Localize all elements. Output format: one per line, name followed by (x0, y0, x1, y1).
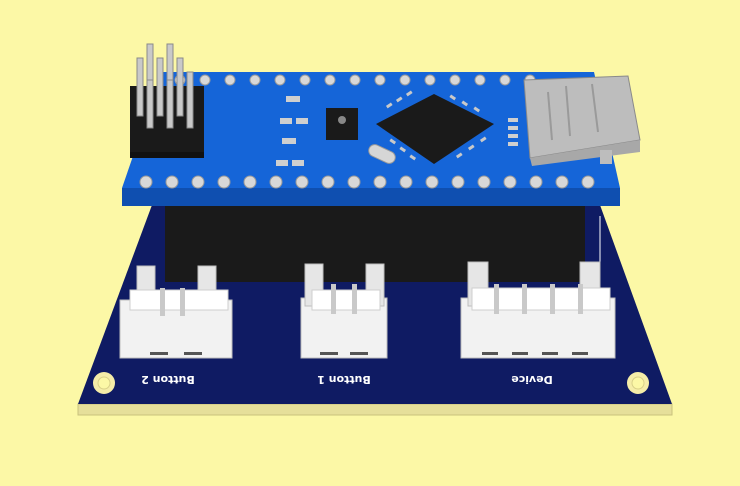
label-button-1: Button 1 (317, 373, 371, 386)
connector-button-1 (300, 263, 388, 359)
pin-header-icon (130, 43, 204, 158)
label-device: Device (511, 373, 553, 386)
nano-board-top (122, 72, 620, 188)
usb-connector-icon (523, 75, 641, 166)
pin-row-bottom (139, 175, 595, 189)
reset-button (326, 108, 358, 140)
pcb-edge (77, 403, 673, 416)
pin-row-top (174, 74, 536, 86)
nano-board (122, 72, 641, 206)
mounting-hole-icon (93, 372, 115, 394)
connector-device (460, 261, 616, 359)
mounting-hole-icon (627, 372, 649, 394)
ic-chip-icon (376, 90, 494, 164)
nano-board-side (122, 188, 620, 206)
connector-button-2 (119, 265, 233, 359)
smd-components (276, 96, 518, 166)
crystal-component (368, 144, 396, 164)
label-button-2: Button 2 (141, 373, 195, 386)
